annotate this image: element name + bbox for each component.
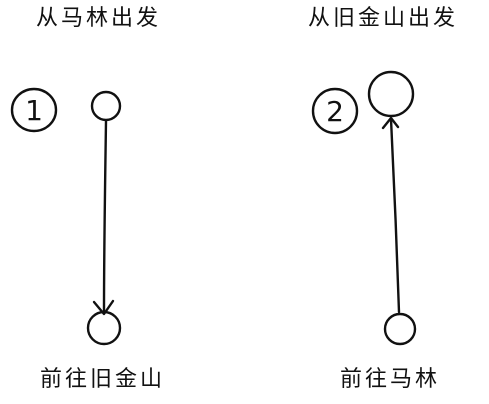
scenario-1-start-node	[90, 90, 122, 122]
scenario-1-start-label: 从马林出发	[36, 6, 162, 31]
scenario-2-number: 2	[326, 95, 344, 128]
scenario-2-route-line	[389, 117, 401, 314]
scenario-2-end-label: 前往马林	[340, 367, 441, 392]
scenario-1-number: 1	[25, 94, 43, 127]
scenario-1-route-line	[102, 119, 108, 314]
scenario-1-arrow-head	[92, 299, 115, 316]
scenario-2-start-node	[383, 312, 417, 346]
scenario-1-badge: 1	[10, 87, 58, 133]
scenario-2-badge: 2	[311, 87, 359, 135]
scenario-2-badge-circle	[311, 87, 359, 135]
scenario-2-start-label: 从旧金山出发	[308, 6, 459, 31]
scenario-1-end-node	[86, 310, 122, 346]
scenario-1-end-label: 前往旧金山	[40, 367, 166, 392]
scenario-2-end-node	[367, 70, 415, 118]
scenario-1-badge-circle	[10, 87, 58, 133]
